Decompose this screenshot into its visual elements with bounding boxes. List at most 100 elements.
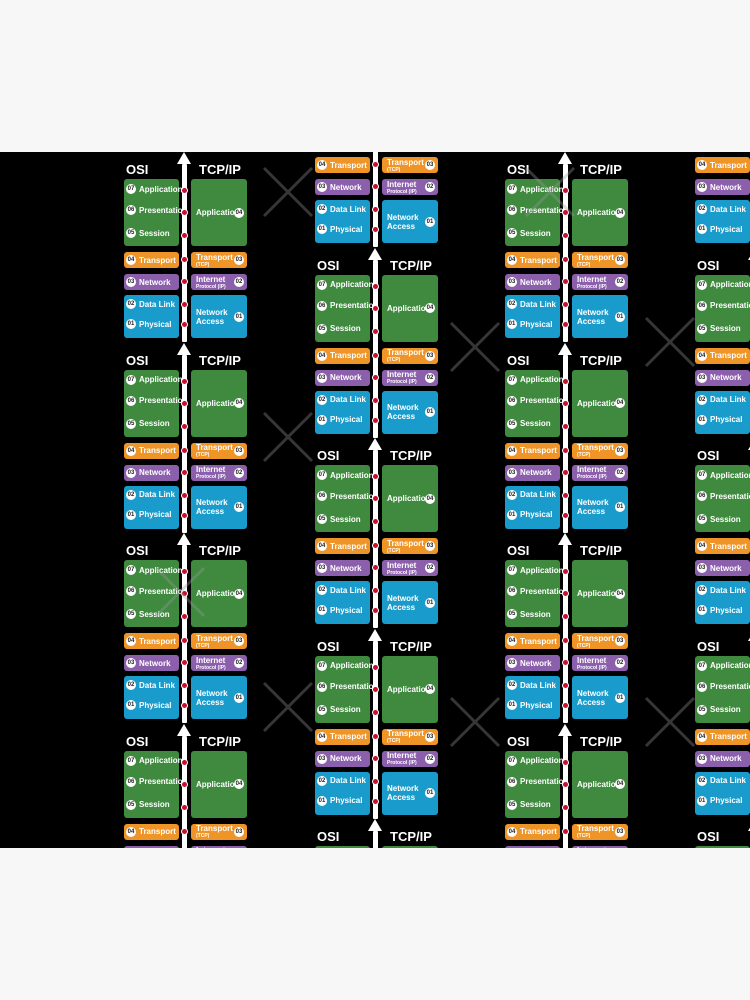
- layer-number: 02: [234, 277, 244, 287]
- layer-sublabel: Protocol (IP): [387, 569, 417, 576]
- layer-label: Transport: [520, 636, 557, 646]
- layer-label: Data Link: [139, 299, 176, 309]
- layer-sublabel: Protocol (IP): [196, 474, 226, 480]
- osi-upper-layers-block: 07 Application 06 Presentation 05 Sessio…: [505, 369, 568, 437]
- layer-sublabel: (TCP): [387, 166, 401, 173]
- tcpip-layer-internet: Internet Protocol (IP) 02: [382, 750, 438, 767]
- layer-label: Physical: [520, 319, 553, 329]
- osi-upper-layers-block: 07 Application 06 Presentation 05 Sessio…: [695, 846, 750, 848]
- tcpip-layer-internet: Internet Protocol (IP) 02: [572, 464, 628, 481]
- layer-label: Physical: [520, 510, 553, 519]
- layer-label: Physical: [520, 700, 553, 710]
- layer-number: 03: [234, 255, 244, 265]
- osi-heading: OSI: [507, 162, 530, 177]
- layer-label: Network: [710, 182, 742, 192]
- osi-layer-data-link: 02 Data Link: [697, 203, 748, 215]
- osi-lower-layers-block: 02 Data Link 01 Physical: [695, 390, 750, 434]
- layer-number: 05: [697, 704, 707, 715]
- layer-number: 04: [697, 160, 707, 170]
- layer-label: Presentation: [520, 777, 569, 786]
- junction-dot: [181, 659, 188, 666]
- osi-tcpip-tile: OSI TCP/IP 07 Application 06 Presentatio…: [0, 248, 1, 438]
- layer-number: 01: [234, 502, 244, 512]
- layer-number: 06: [126, 586, 136, 596]
- osi-layer-physical: 01 Physical: [507, 509, 558, 521]
- osi-lower-layers-block: 02 Data Link 01 Physical: [695, 200, 750, 243]
- layer-number: 05: [126, 799, 136, 810]
- layer-label: Presentation: [520, 396, 569, 405]
- osi-upper-layers-block: 07 Application 06 Presentation 05 Sessio…: [505, 750, 568, 818]
- layer-number: 04: [697, 541, 707, 551]
- layer-number: 02: [507, 680, 517, 690]
- layer-label: Transport: [139, 255, 176, 265]
- arrow-spine: [563, 354, 568, 533]
- layer-label: Network: [520, 658, 552, 668]
- osi-tcpip-tile: OSI TCP/IP 07 Application 06 Presentatio…: [0, 152, 1, 247]
- layer-sublabel: (TCP): [196, 452, 210, 458]
- layer-label: Application: [520, 756, 564, 765]
- osi-layer-physical: 01 Physical: [697, 223, 748, 235]
- junction-dot: [181, 491, 188, 499]
- layer-label: Transport: [520, 255, 557, 265]
- junction-dot: [562, 377, 569, 385]
- layer-number: 06: [507, 586, 517, 596]
- pattern-fabric: OSI TCP/IP 07 Application 06 Presentatio…: [0, 152, 750, 848]
- tcpip-layer-application: Application 04: [191, 750, 247, 818]
- layer-label: Transport: [196, 443, 233, 452]
- layer-label: Presentation: [330, 491, 379, 501]
- layer-number: 02: [615, 277, 625, 287]
- osi-layer-data-link: 02 Data Link: [317, 775, 368, 787]
- layer-sublabel: (TCP): [196, 261, 210, 268]
- junction-dot: [562, 637, 569, 644]
- junction-dot: [372, 797, 379, 805]
- tcpip-heading: TCP/IP: [199, 733, 241, 749]
- layer-label: Session: [139, 419, 170, 428]
- layer-label: Physical: [330, 224, 363, 234]
- osi-layer-presentation: 06 Presentation: [317, 300, 378, 312]
- junction-dot: [181, 399, 188, 407]
- osi-tcpip-tile: OSI TCP/IP 07 Application 06 Presentatio…: [505, 723, 632, 848]
- layer-label: Network: [196, 688, 228, 698]
- osi-layer-session: 05 Session: [317, 323, 368, 335]
- layer-number: 01: [317, 414, 327, 425]
- layer-sublabel: Protocol (IP): [387, 760, 417, 766]
- layer-label: Transport: [139, 446, 176, 455]
- junction-dot: [372, 685, 379, 693]
- layer-label: Transport: [520, 827, 557, 836]
- layer-number: 05: [507, 799, 517, 810]
- layer-label: Transport: [577, 443, 614, 452]
- layer-number: 07: [507, 184, 517, 194]
- osi-upper-layers-block: 07 Application 06 Presentation 05 Sessio…: [124, 369, 187, 437]
- osi-layer-data-link: 02 Data Link: [317, 203, 368, 215]
- osi-layer-session: 05 Session: [507, 227, 558, 239]
- layer-label: Network: [196, 307, 228, 317]
- osi-tcpip-tile: OSI TCP/IP 07 Application 06 Presentatio…: [695, 152, 750, 247]
- layer-label: Data Link: [139, 680, 176, 690]
- layer-label-line2: Access: [196, 697, 225, 707]
- osi-lower-layers-block: 02 Data Link 01 Physical: [505, 485, 560, 529]
- layer-label: Application: [577, 398, 621, 408]
- layer-number: 05: [126, 609, 136, 619]
- layer-number: 06: [317, 681, 327, 692]
- osi-layer-transport: 04 Transport: [315, 157, 370, 173]
- layer-label: Transport: [520, 446, 557, 455]
- layer-label: Network: [330, 373, 362, 382]
- osi-layer-session: 05 Session: [126, 227, 177, 239]
- layer-label: Presentation: [710, 301, 750, 310]
- junction-dot: [372, 416, 379, 424]
- layer-label: Physical: [710, 796, 743, 805]
- osi-lower-layers-block: 02 Data Link 01 Physical: [124, 295, 179, 338]
- arrow-spine: [182, 354, 187, 533]
- layer-number: 01: [126, 319, 136, 329]
- tcpip-layer-internet: Internet Protocol (IP) 02: [191, 655, 247, 671]
- layer-number: 06: [126, 776, 136, 787]
- layer-label: Transport: [710, 732, 747, 741]
- layer-label: Internet: [577, 274, 607, 284]
- osi-lower-layers-block: 02 Data Link 01 Physical: [124, 485, 179, 529]
- layer-label: Network: [520, 468, 552, 477]
- layer-label: Transport: [387, 348, 424, 357]
- layer-label: Physical: [710, 415, 743, 424]
- junction-dot: [181, 278, 188, 285]
- layer-number: 01: [697, 605, 707, 615]
- junction-dot: [562, 568, 569, 575]
